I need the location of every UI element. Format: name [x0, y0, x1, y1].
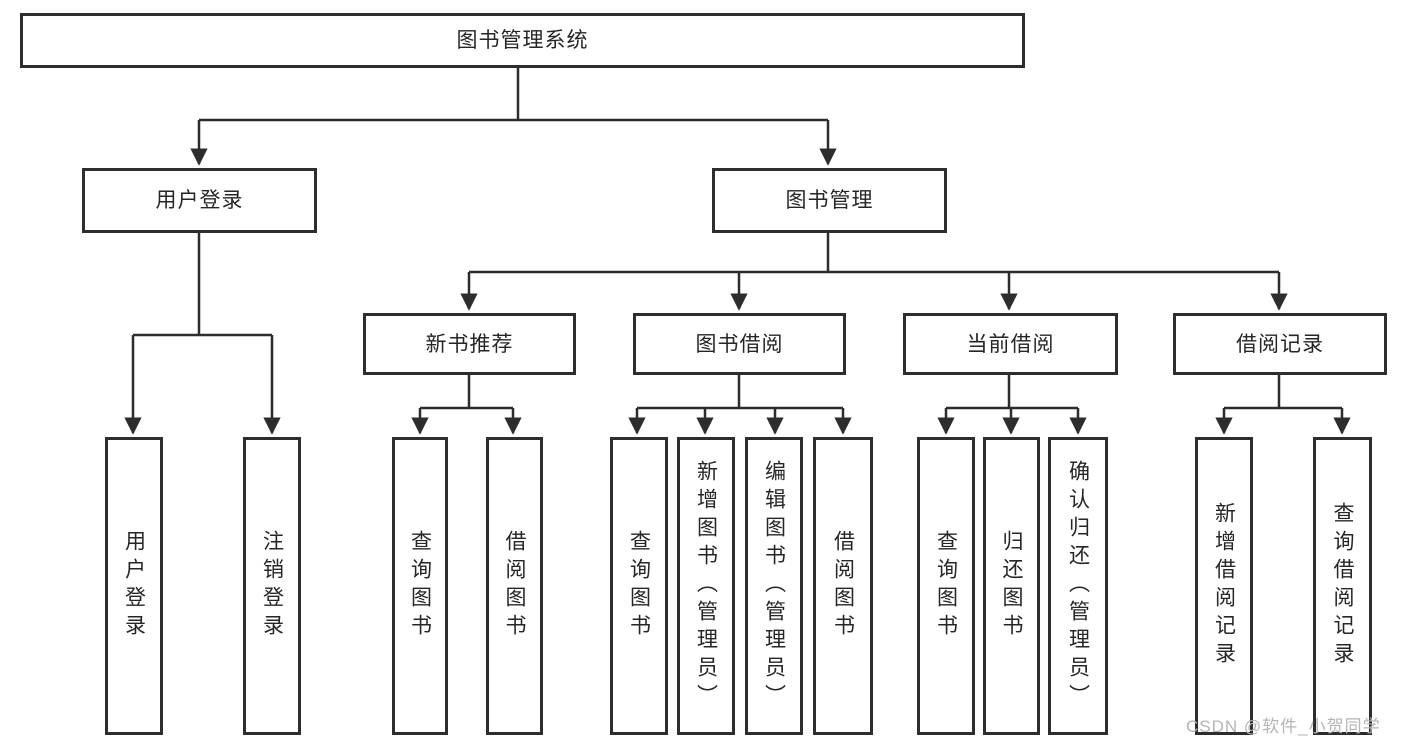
node-leaf-logout: 注销登录	[243, 437, 301, 735]
borrow-record-children-connector	[1215, 375, 1351, 435]
node-borrow-record: 借阅记录	[1173, 313, 1387, 375]
current-borrow-children-connector	[937, 375, 1087, 435]
node-leaf-add-borrow-record: 新增借阅记录	[1195, 437, 1253, 735]
node-leaf-confirm-return-admin: 确认归还（管理员）	[1048, 437, 1108, 735]
node-leaf-query-borrow-record: 查询借阅记录	[1313, 437, 1372, 735]
node-leaf-add-book-admin: 新增图书（管理员）	[677, 437, 735, 735]
node-current-borrow: 当前借阅	[903, 313, 1118, 375]
node-leaf-user-login: 用户登录	[105, 437, 163, 735]
node-leaf-return-book: 归还图书	[983, 437, 1040, 735]
node-leaf-query-book-3: 查询图书	[917, 437, 975, 735]
node-new-book-recommend: 新书推荐	[363, 313, 576, 375]
book-management-children-connector	[460, 232, 1288, 311]
node-root-library-system: 图书管理系统	[20, 13, 1025, 68]
csdn-watermark: CSDN @软件_小贺同学	[1186, 717, 1381, 736]
node-leaf-query-book-2: 查询图书	[610, 437, 668, 735]
node-user-login: 用户登录	[82, 168, 317, 233]
node-leaf-query-book-1: 查询图书	[392, 437, 448, 735]
new-book-children-connector	[411, 375, 522, 435]
node-leaf-borrow-book-2: 借阅图书	[813, 437, 873, 735]
node-leaf-borrow-book-1: 借阅图书	[486, 437, 543, 735]
book-borrow-children-connector	[628, 375, 852, 435]
root-to-level2-connector	[190, 68, 837, 166]
user-login-children-connector	[124, 233, 281, 435]
node-book-management: 图书管理	[712, 168, 947, 233]
node-leaf-edit-book-admin: 编辑图书（管理员）	[745, 437, 803, 735]
node-book-borrow: 图书借阅	[633, 313, 846, 375]
